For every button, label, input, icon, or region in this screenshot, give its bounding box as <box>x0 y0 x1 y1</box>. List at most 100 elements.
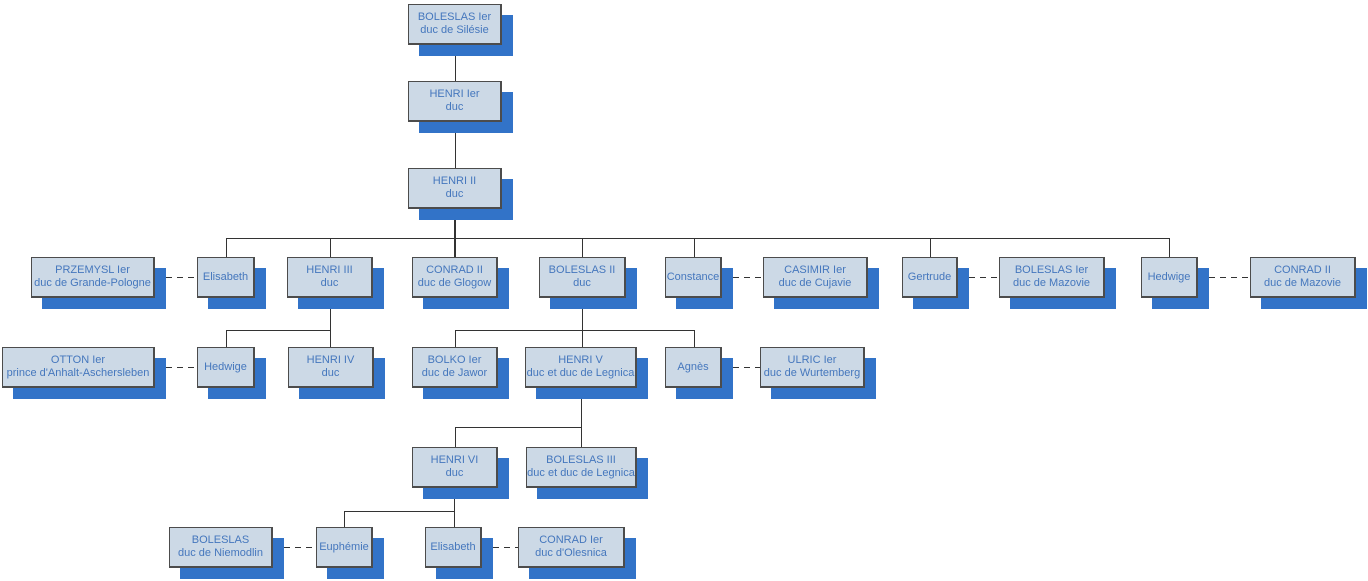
node-face: Elisabeth <box>197 257 255 298</box>
connector-line <box>455 45 456 81</box>
connector-line <box>226 330 227 347</box>
person-title: duc de Cujavie <box>778 277 852 289</box>
person-name: Constance <box>666 270 720 283</box>
connector-line <box>455 330 694 331</box>
person-name: OTTON Ier <box>50 354 106 366</box>
person-name: Elisabeth <box>202 270 249 283</box>
connector-line <box>454 209 456 257</box>
node-henri-ii[interactable]: HENRI II duc <box>408 168 513 220</box>
connector-line <box>454 488 455 527</box>
person-name: CONRAD II <box>426 264 483 276</box>
node-conrad-ii-mazovie[interactable]: CONRAD II duc de Mazovie <box>1250 257 1367 309</box>
node-boleslas-ier-mazovie[interactable]: BOLESLAS Ier duc de Mazovie <box>999 257 1116 309</box>
node-face: BOLESLAS II duc <box>539 257 626 298</box>
node-henri-iv[interactable]: HENRI IV duc <box>288 347 385 399</box>
node-face: BOLESLAS Ier duc de Mazovie <box>999 257 1105 298</box>
node-face: HENRI Ier duc <box>408 81 502 122</box>
node-przemysl-ier[interactable]: PRZEMYSL Ier duc de Grande-Pologne <box>31 257 166 309</box>
node-face: ULRIC Ier duc de Wurtemberg <box>760 347 865 388</box>
node-hedwige-2[interactable]: Hedwige <box>197 347 266 399</box>
marriage-line <box>722 367 760 368</box>
node-boleslas-iii[interactable]: BOLESLAS III duc et duc de Legnica <box>526 447 648 499</box>
marriage-line <box>958 277 999 278</box>
connector-line <box>930 238 931 257</box>
node-euphemie[interactable]: Euphémie <box>316 527 384 579</box>
connector-line <box>344 511 345 527</box>
person-name: BOLESLAS Ier <box>417 11 492 23</box>
node-henri-v[interactable]: HENRI V duc et duc de Legnica <box>525 347 648 399</box>
person-title: duc <box>573 277 591 289</box>
person-title: duc de Wurtemberg <box>763 367 861 379</box>
marriage-line <box>482 547 518 548</box>
person-name: Agnès <box>677 360 709 373</box>
node-conrad-ii-glogow[interactable]: CONRAD II duc de Glogow <box>412 257 509 309</box>
node-conrad-ier-olesnica[interactable]: CONRAD Ier duc d'Olesnica <box>518 527 636 579</box>
node-otton-ier[interactable]: OTTON Ier prince d'Anhalt-Aschersleben <box>2 347 166 399</box>
person-name: BOLESLAS III <box>546 454 616 466</box>
node-casimir-ier[interactable]: CASIMIR Ier duc de Cujavie <box>763 257 879 309</box>
node-boleslas-ii[interactable]: BOLESLAS II duc <box>539 257 637 309</box>
person-title: duc et duc de Legnica <box>527 467 635 479</box>
connector-line <box>1169 238 1170 257</box>
connector-line <box>226 238 227 257</box>
node-face: CONRAD II duc de Mazovie <box>1250 257 1356 298</box>
node-face: HENRI IV duc <box>288 347 374 388</box>
marriage-line <box>155 367 197 368</box>
person-title: duc de Jawor <box>421 367 488 379</box>
node-henri-vi[interactable]: HENRI VI duc <box>412 447 509 499</box>
node-boleslas-niemodlin[interactable]: BOLESLAS duc de Niemodlin <box>169 527 284 579</box>
person-name: PRZEMYSL Ier <box>55 264 130 276</box>
person-name: HENRI III <box>306 264 353 276</box>
node-elisabeth-2[interactable]: Elisabeth <box>425 527 493 579</box>
node-hedwige-1[interactable]: Hedwige <box>1141 257 1209 309</box>
node-henri-iii[interactable]: HENRI III duc <box>287 257 384 309</box>
person-title: duc <box>321 367 340 379</box>
node-face: CONRAD Ier duc d'Olesnica <box>518 527 625 568</box>
person-name: Hedwige <box>1147 270 1191 283</box>
marriage-line <box>155 277 197 278</box>
person-title: duc <box>320 277 339 289</box>
node-face: Agnès <box>665 347 722 388</box>
node-ulric-ier[interactable]: ULRIC Ier duc de Wurtemberg <box>760 347 876 399</box>
person-name: HENRI V <box>558 354 603 366</box>
connector-line <box>344 511 454 512</box>
node-face: BOLKO Ier duc de Jawor <box>412 347 498 388</box>
node-face: HENRI II duc <box>408 168 502 209</box>
connector-line <box>455 330 456 347</box>
person-title: prince d'Anhalt-Aschersleben <box>6 367 150 379</box>
person-name: CASIMIR Ier <box>784 264 846 276</box>
person-name: BOLESLAS <box>191 534 250 546</box>
node-bolko-ier[interactable]: BOLKO Ier duc de Jawor <box>412 347 509 399</box>
connector-line <box>330 298 331 347</box>
person-title: duc d'Olesnica <box>535 547 607 559</box>
person-title: duc de Glogow <box>417 277 492 289</box>
connector-line <box>455 122 456 168</box>
person-title: duc de Silésie <box>420 24 489 36</box>
node-face: HENRI VI duc <box>412 447 498 488</box>
person-name: Hedwige <box>204 360 247 373</box>
marriage-line <box>1198 277 1250 278</box>
node-face: Euphémie <box>316 527 373 568</box>
marriage-line <box>722 277 763 278</box>
node-face: BOLESLAS duc de Niemodlin <box>169 527 273 568</box>
connector-line <box>582 238 583 257</box>
node-face: Gertrude <box>902 257 958 298</box>
node-gertrude[interactable]: Gertrude <box>902 257 969 309</box>
node-face: Elisabeth <box>425 527 482 568</box>
node-face: HENRI III duc <box>287 257 373 298</box>
person-name: HENRI Ier <box>429 88 480 100</box>
connector-line <box>582 298 583 347</box>
node-face: CONRAD II duc de Glogow <box>412 257 498 298</box>
person-name: Elisabeth <box>430 540 476 553</box>
node-elisabeth-1[interactable]: Elisabeth <box>197 257 266 309</box>
person-title: duc de Niemodlin <box>178 547 263 559</box>
node-boleslas-ier-silesie[interactable]: BOLESLAS Ier duc de Silésie <box>408 4 513 56</box>
connector-line <box>694 330 695 347</box>
node-face: HENRI V duc et duc de Legnica <box>525 347 637 388</box>
connector-line <box>581 388 582 447</box>
person-title: duc de Grande-Pologne <box>34 277 151 289</box>
node-face: OTTON Ier prince d'Anhalt-Aschersleben <box>2 347 155 388</box>
node-henri-ier[interactable]: HENRI Ier duc <box>408 81 513 133</box>
node-agnes[interactable]: Agnès <box>665 347 733 399</box>
node-constance[interactable]: Constance <box>665 257 733 309</box>
